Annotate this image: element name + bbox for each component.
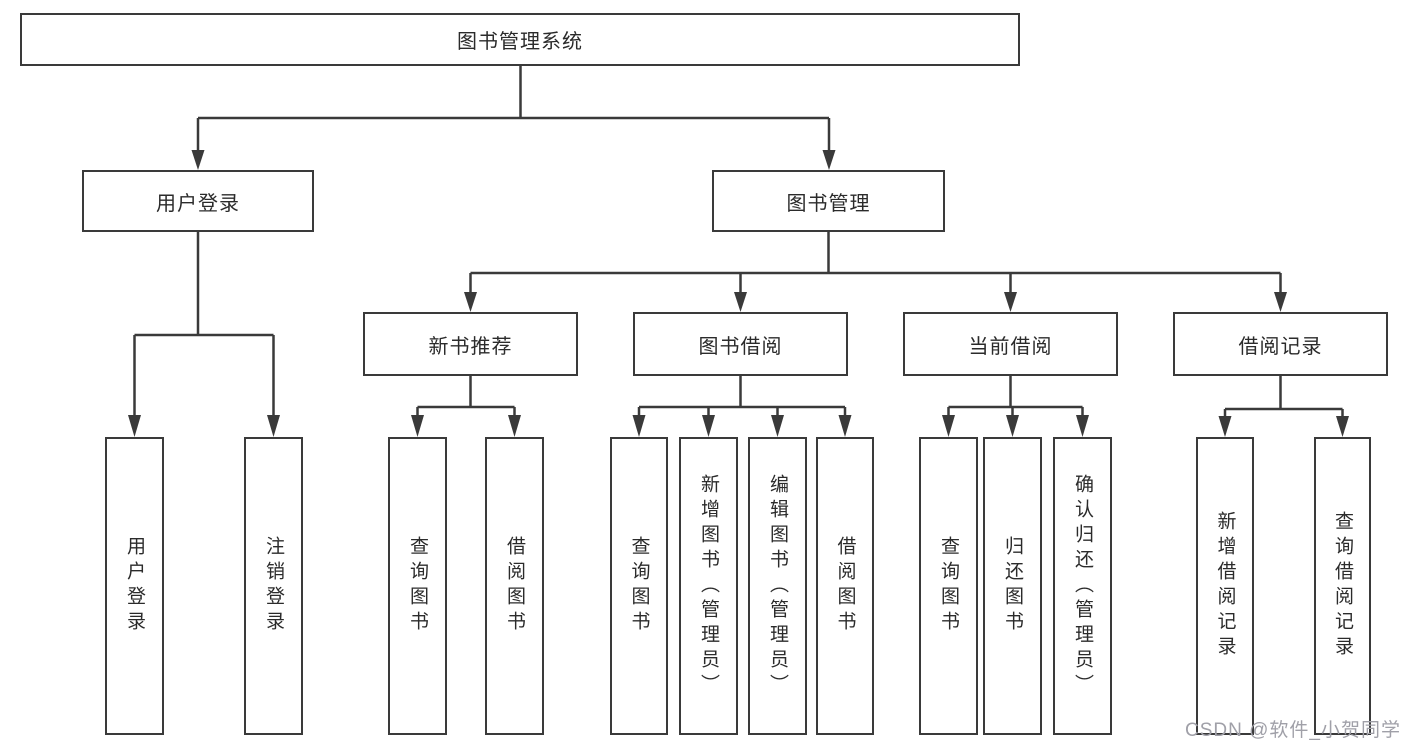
leaf-borrow-books-recommend: 借阅图书 [485, 437, 544, 735]
leaf-query-borrow-record: 查询借阅记录 [1314, 437, 1371, 735]
leaf-return-books: 归还图书 [983, 437, 1042, 735]
leaf-add-borrow-record: 新增借阅记录 [1196, 437, 1254, 735]
node-book-borrowing: 图书借阅 [633, 312, 848, 376]
node-current-borrowing: 当前借阅 [903, 312, 1118, 376]
node-library-management-system: 图书管理系统 [20, 13, 1020, 66]
leaf-confirm-return-admin: 确认归还（管理员） [1053, 437, 1112, 735]
csdn-watermark: CSDN @软件_小贺同学 [1185, 720, 1401, 741]
leaf-borrow-books: 借阅图书 [816, 437, 874, 735]
leaf-query-books-current: 查询图书 [919, 437, 978, 735]
leaf-add-books-admin: 新增图书（管理员） [679, 437, 738, 735]
node-new-book-recommend: 新书推荐 [363, 312, 578, 376]
leaf-query-books-borrow: 查询图书 [610, 437, 668, 735]
leaf-edit-books-admin: 编辑图书（管理员） [748, 437, 807, 735]
node-book-management: 图书管理 [712, 170, 945, 232]
leaf-user-login: 用户登录 [105, 437, 164, 735]
node-borrowing-records: 借阅记录 [1173, 312, 1388, 376]
node-user-login: 用户登录 [82, 170, 314, 232]
leaf-query-books-recommend: 查询图书 [388, 437, 447, 735]
leaf-logout: 注销登录 [244, 437, 303, 735]
